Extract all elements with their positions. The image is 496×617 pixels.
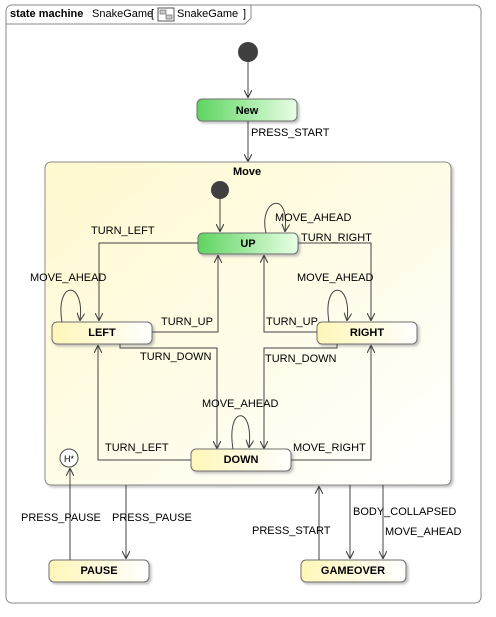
press-pause-out-label: PRESS_PAUSE bbox=[21, 512, 101, 524]
turn-up-left-label: TURN_UP bbox=[161, 316, 213, 328]
state-right-label: RIGHT bbox=[350, 327, 385, 339]
initial-node bbox=[238, 42, 258, 62]
state-up[interactable]: UP bbox=[197, 232, 299, 255]
state-up-label: UP bbox=[240, 238, 255, 250]
transition-left-to-down bbox=[119, 344, 217, 448]
turn-up-right-label: TURN_UP bbox=[266, 316, 318, 328]
frame-bracket-close: ] bbox=[243, 8, 246, 20]
press-start-bottom-label: PRESS_START bbox=[252, 525, 331, 537]
turn-down-right-label: TURN_DOWN bbox=[265, 353, 337, 365]
state-gameover-label: GAMEOVER bbox=[321, 565, 385, 577]
state-pause-label: PAUSE bbox=[80, 565, 117, 577]
inner-initial-node bbox=[211, 181, 229, 199]
state-right[interactable]: RIGHT bbox=[316, 321, 418, 345]
frame-name: SnakeGame bbox=[92, 8, 153, 20]
down-self-loop bbox=[231, 415, 250, 450]
transition-down-to-right bbox=[291, 346, 371, 461]
transition-up-to-right bbox=[298, 242, 371, 320]
move-right-down-label: MOVE_RIGHT bbox=[293, 442, 366, 454]
frame-bracket-open: [ bbox=[151, 8, 154, 20]
state-move-label: Move bbox=[233, 166, 261, 178]
turn-down-left-label: TURN_DOWN bbox=[140, 351, 212, 363]
frame-header-tab bbox=[6, 5, 252, 25]
press-start-label-top: PRESS_START bbox=[251, 127, 330, 139]
turn-left-up-label: TURN_LEFT bbox=[91, 225, 155, 237]
move-ahead-left-label: MOVE_AHEAD bbox=[30, 272, 106, 284]
state-machine-icon bbox=[157, 7, 175, 22]
state-pause[interactable]: PAUSE bbox=[48, 559, 150, 583]
turn-left-down-label: TURN_LEFT bbox=[105, 442, 169, 454]
state-left[interactable]: LEFT bbox=[51, 321, 153, 345]
transition-left-to-up bbox=[152, 256, 218, 333]
up-self-loop bbox=[264, 202, 286, 234]
turn-right-up-label: TURN_RIGHT bbox=[301, 232, 372, 244]
transition-right-to-down bbox=[264, 344, 338, 448]
transition-right-to-up bbox=[264, 256, 317, 333]
state-gameover[interactable]: GAMEOVER bbox=[300, 559, 407, 583]
history-node[interactable]: H* bbox=[59, 448, 79, 468]
history-label: H* bbox=[64, 454, 74, 464]
body-collapsed-label: BODY_COLLAPSED bbox=[353, 506, 456, 518]
frame-keyword: state machine bbox=[10, 8, 83, 20]
move-ahead-right-label: MOVE_AHEAD bbox=[297, 272, 373, 284]
state-down[interactable]: DOWN bbox=[190, 448, 292, 472]
state-down-label: DOWN bbox=[224, 454, 259, 466]
state-new-label: New bbox=[236, 105, 259, 117]
move-ahead-down-label: MOVE_AHEAD bbox=[202, 398, 278, 410]
move-ahead-up-label: MOVE_AHEAD bbox=[275, 212, 351, 224]
state-left-label: LEFT bbox=[88, 327, 116, 339]
transition-up-to-left bbox=[99, 242, 198, 320]
press-pause-in-label: PRESS_PAUSE bbox=[112, 512, 192, 524]
transition-down-to-left bbox=[98, 346, 191, 461]
move-ahead-gameover-label: MOVE_AHEAD bbox=[385, 526, 461, 538]
left-self-loop bbox=[60, 289, 81, 323]
frame-bracket-name: SnakeGame bbox=[177, 8, 238, 20]
right-self-loop bbox=[327, 289, 348, 323]
state-new[interactable]: New bbox=[196, 98, 298, 122]
